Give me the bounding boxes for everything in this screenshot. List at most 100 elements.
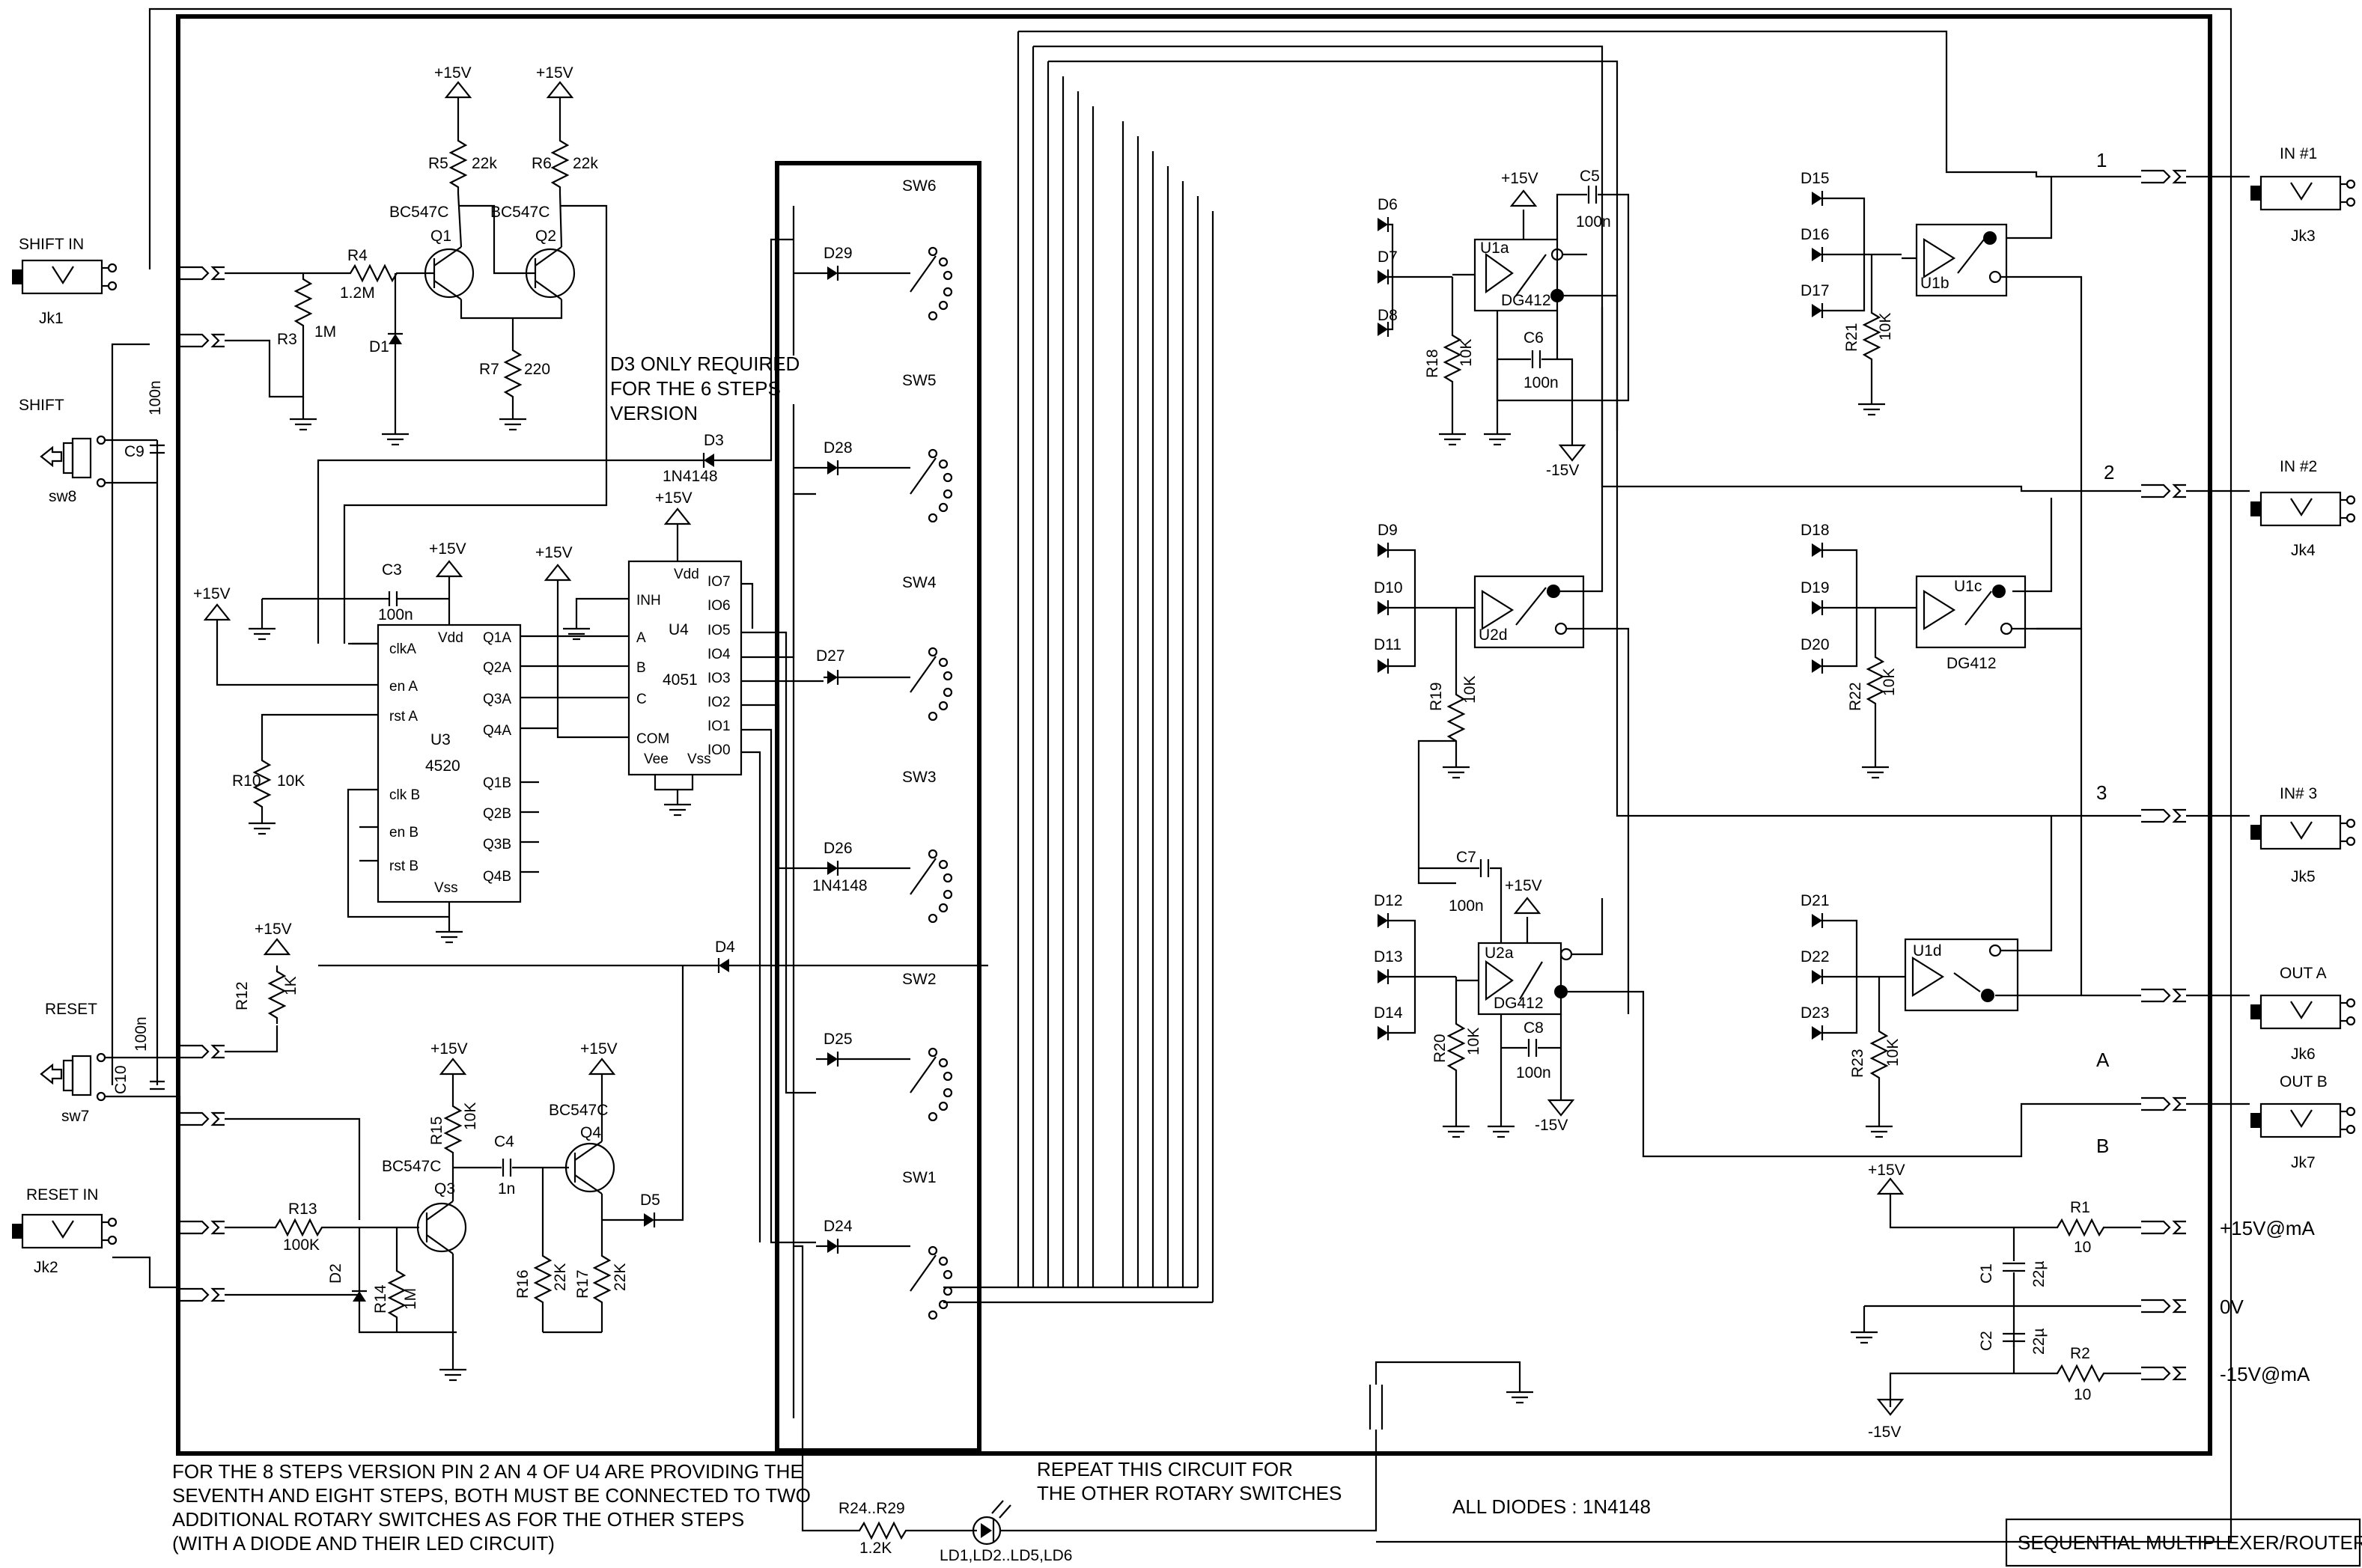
jk2-label: Jk2 — [34, 1259, 58, 1276]
u4-supply: +15V — [655, 489, 693, 507]
c9-value: 100n — [147, 380, 164, 415]
u3-pin-enb: en B — [389, 825, 418, 841]
d20-label: D20 — [1801, 636, 1830, 653]
shift-button[interactable] — [40, 435, 106, 488]
note-8steps-1: FOR THE 8 STEPS VERSION PIN 2 AN 4 OF U4… — [172, 1460, 803, 1483]
c8-value: 100n — [1516, 1064, 1551, 1082]
u2a-supply: +15V — [1505, 877, 1542, 894]
r2-label: R2 — [2070, 1345, 2090, 1362]
u4-pin-io3: IO3 — [707, 671, 731, 686]
u2d-chip — [1473, 575, 1585, 649]
d21-label: D21 — [1801, 892, 1830, 909]
q1-supply: +15V — [434, 64, 472, 82]
d2-label: D2 — [327, 1263, 344, 1284]
main-frame — [176, 14, 2212, 1456]
c3-label: C3 — [382, 561, 402, 579]
u2d-label: U2d — [1479, 626, 1508, 644]
u4-pin-a: A — [636, 630, 646, 646]
jk1-label: Jk1 — [39, 310, 64, 327]
r15-label: R15 — [428, 1116, 445, 1145]
u3-pin-q4a: Q4A — [483, 723, 511, 739]
d3-value: 1N4148 — [663, 468, 718, 485]
u2a-type: DG412 — [1494, 995, 1544, 1012]
d18-label: D18 — [1801, 522, 1830, 539]
u3-pin-q4b: Q4B — [483, 869, 511, 885]
d16-label: D16 — [1801, 226, 1830, 243]
r4-value: 1.2M — [340, 284, 375, 302]
r13-value: 100K — [283, 1236, 320, 1254]
d29-label: D29 — [824, 245, 853, 262]
d26-label: D26 — [824, 840, 853, 857]
outa-jack[interactable] — [2249, 994, 2356, 1030]
reset-button[interactable] — [40, 1052, 106, 1102]
u1a-label: U1a — [1480, 240, 1509, 257]
power-0v-label: 0V — [2220, 1296, 2244, 1318]
r3-value: 1M — [314, 323, 336, 341]
r22-label: R22 — [1847, 682, 1864, 711]
r6-value: 22k — [573, 155, 598, 172]
power-p15-rail: +15V — [1868, 1162, 1905, 1179]
u3-pin-q1b: Q1B — [483, 775, 511, 791]
d19-label: D19 — [1801, 579, 1830, 597]
r22-value: 10K — [1881, 668, 1898, 696]
c4-value: 1n — [498, 1180, 515, 1198]
r17-label: R17 — [574, 1269, 591, 1299]
note-8steps-2: SEVENTH AND EIGHT STEPS, BOTH MUST BE CO… — [172, 1484, 811, 1507]
d14-label: D14 — [1374, 1004, 1403, 1022]
in1-jack[interactable] — [2249, 175, 2356, 211]
c7-label: C7 — [1456, 849, 1476, 866]
note-repeat-2: THE OTHER ROTARY SWITCHES — [1037, 1482, 1342, 1504]
q3-label: Q3 — [434, 1180, 455, 1198]
switch-bus — [943, 31, 1214, 1304]
bus-2-label: 2 — [2104, 461, 2114, 483]
shift-in-jack[interactable] — [10, 259, 118, 295]
q3-type: BC547C — [382, 1158, 441, 1175]
u3-chip — [377, 623, 522, 903]
r15-value: 10K — [462, 1102, 479, 1130]
shift-in-label: SHIFT IN — [19, 236, 84, 253]
r16-value: 22K — [552, 1263, 569, 1291]
r16-label: R16 — [514, 1269, 532, 1299]
in2-label: IN #2 — [2280, 458, 2317, 475]
u4-chip — [627, 560, 743, 776]
r21-label: R21 — [1843, 323, 1860, 352]
reset-label: RESET — [45, 1001, 97, 1018]
c2-label: C2 — [1978, 1331, 1995, 1351]
r20-label: R20 — [1431, 1034, 1449, 1063]
d7-label: D7 — [1378, 248, 1398, 266]
bus-a-label: A — [2096, 1049, 2110, 1071]
u4-pin-io2: IO2 — [707, 695, 731, 710]
r5-label: R5 — [428, 155, 448, 172]
c1-value: 22µ — [2030, 1261, 2048, 1287]
u4-pin-io0: IO0 — [707, 742, 731, 758]
d3-label: D3 — [704, 432, 724, 449]
jk4-label: Jk4 — [2291, 542, 2316, 559]
outa-label: OUT A — [2280, 965, 2327, 982]
u4-pin-io4: IO4 — [707, 647, 731, 662]
r24-value: 1.2K — [859, 1540, 892, 1557]
d12-label: D12 — [1374, 892, 1403, 909]
q2-type: BC547C — [490, 204, 550, 221]
d8-label: D8 — [1378, 307, 1398, 324]
reset-in-jack[interactable] — [10, 1213, 118, 1249]
u3-pin-rstb: rst B — [389, 858, 418, 874]
r17-value: 22K — [612, 1263, 629, 1291]
c8-label: C8 — [1524, 1019, 1544, 1037]
q2-label: Q2 — [535, 228, 556, 245]
d5-label: D5 — [640, 1192, 660, 1209]
in3-jack[interactable] — [2249, 814, 2356, 850]
u1a-type: DG412 — [1501, 292, 1551, 309]
d6-label: D6 — [1378, 196, 1398, 213]
d22-label: D22 — [1801, 948, 1830, 965]
in2-jack[interactable] — [2249, 491, 2356, 527]
u3-pin-ena: en A — [389, 679, 418, 695]
r10-value: 10K — [277, 772, 305, 790]
r19-value: 10K — [1461, 676, 1479, 704]
u4-pin-io6: IO6 — [707, 598, 731, 614]
outb-jack[interactable] — [2249, 1102, 2356, 1138]
r3-label: R3 — [277, 331, 297, 348]
sw7-label: sw7 — [61, 1108, 89, 1125]
sw4-label: SW4 — [902, 574, 937, 591]
r24-label: R24..R29 — [838, 1500, 905, 1517]
